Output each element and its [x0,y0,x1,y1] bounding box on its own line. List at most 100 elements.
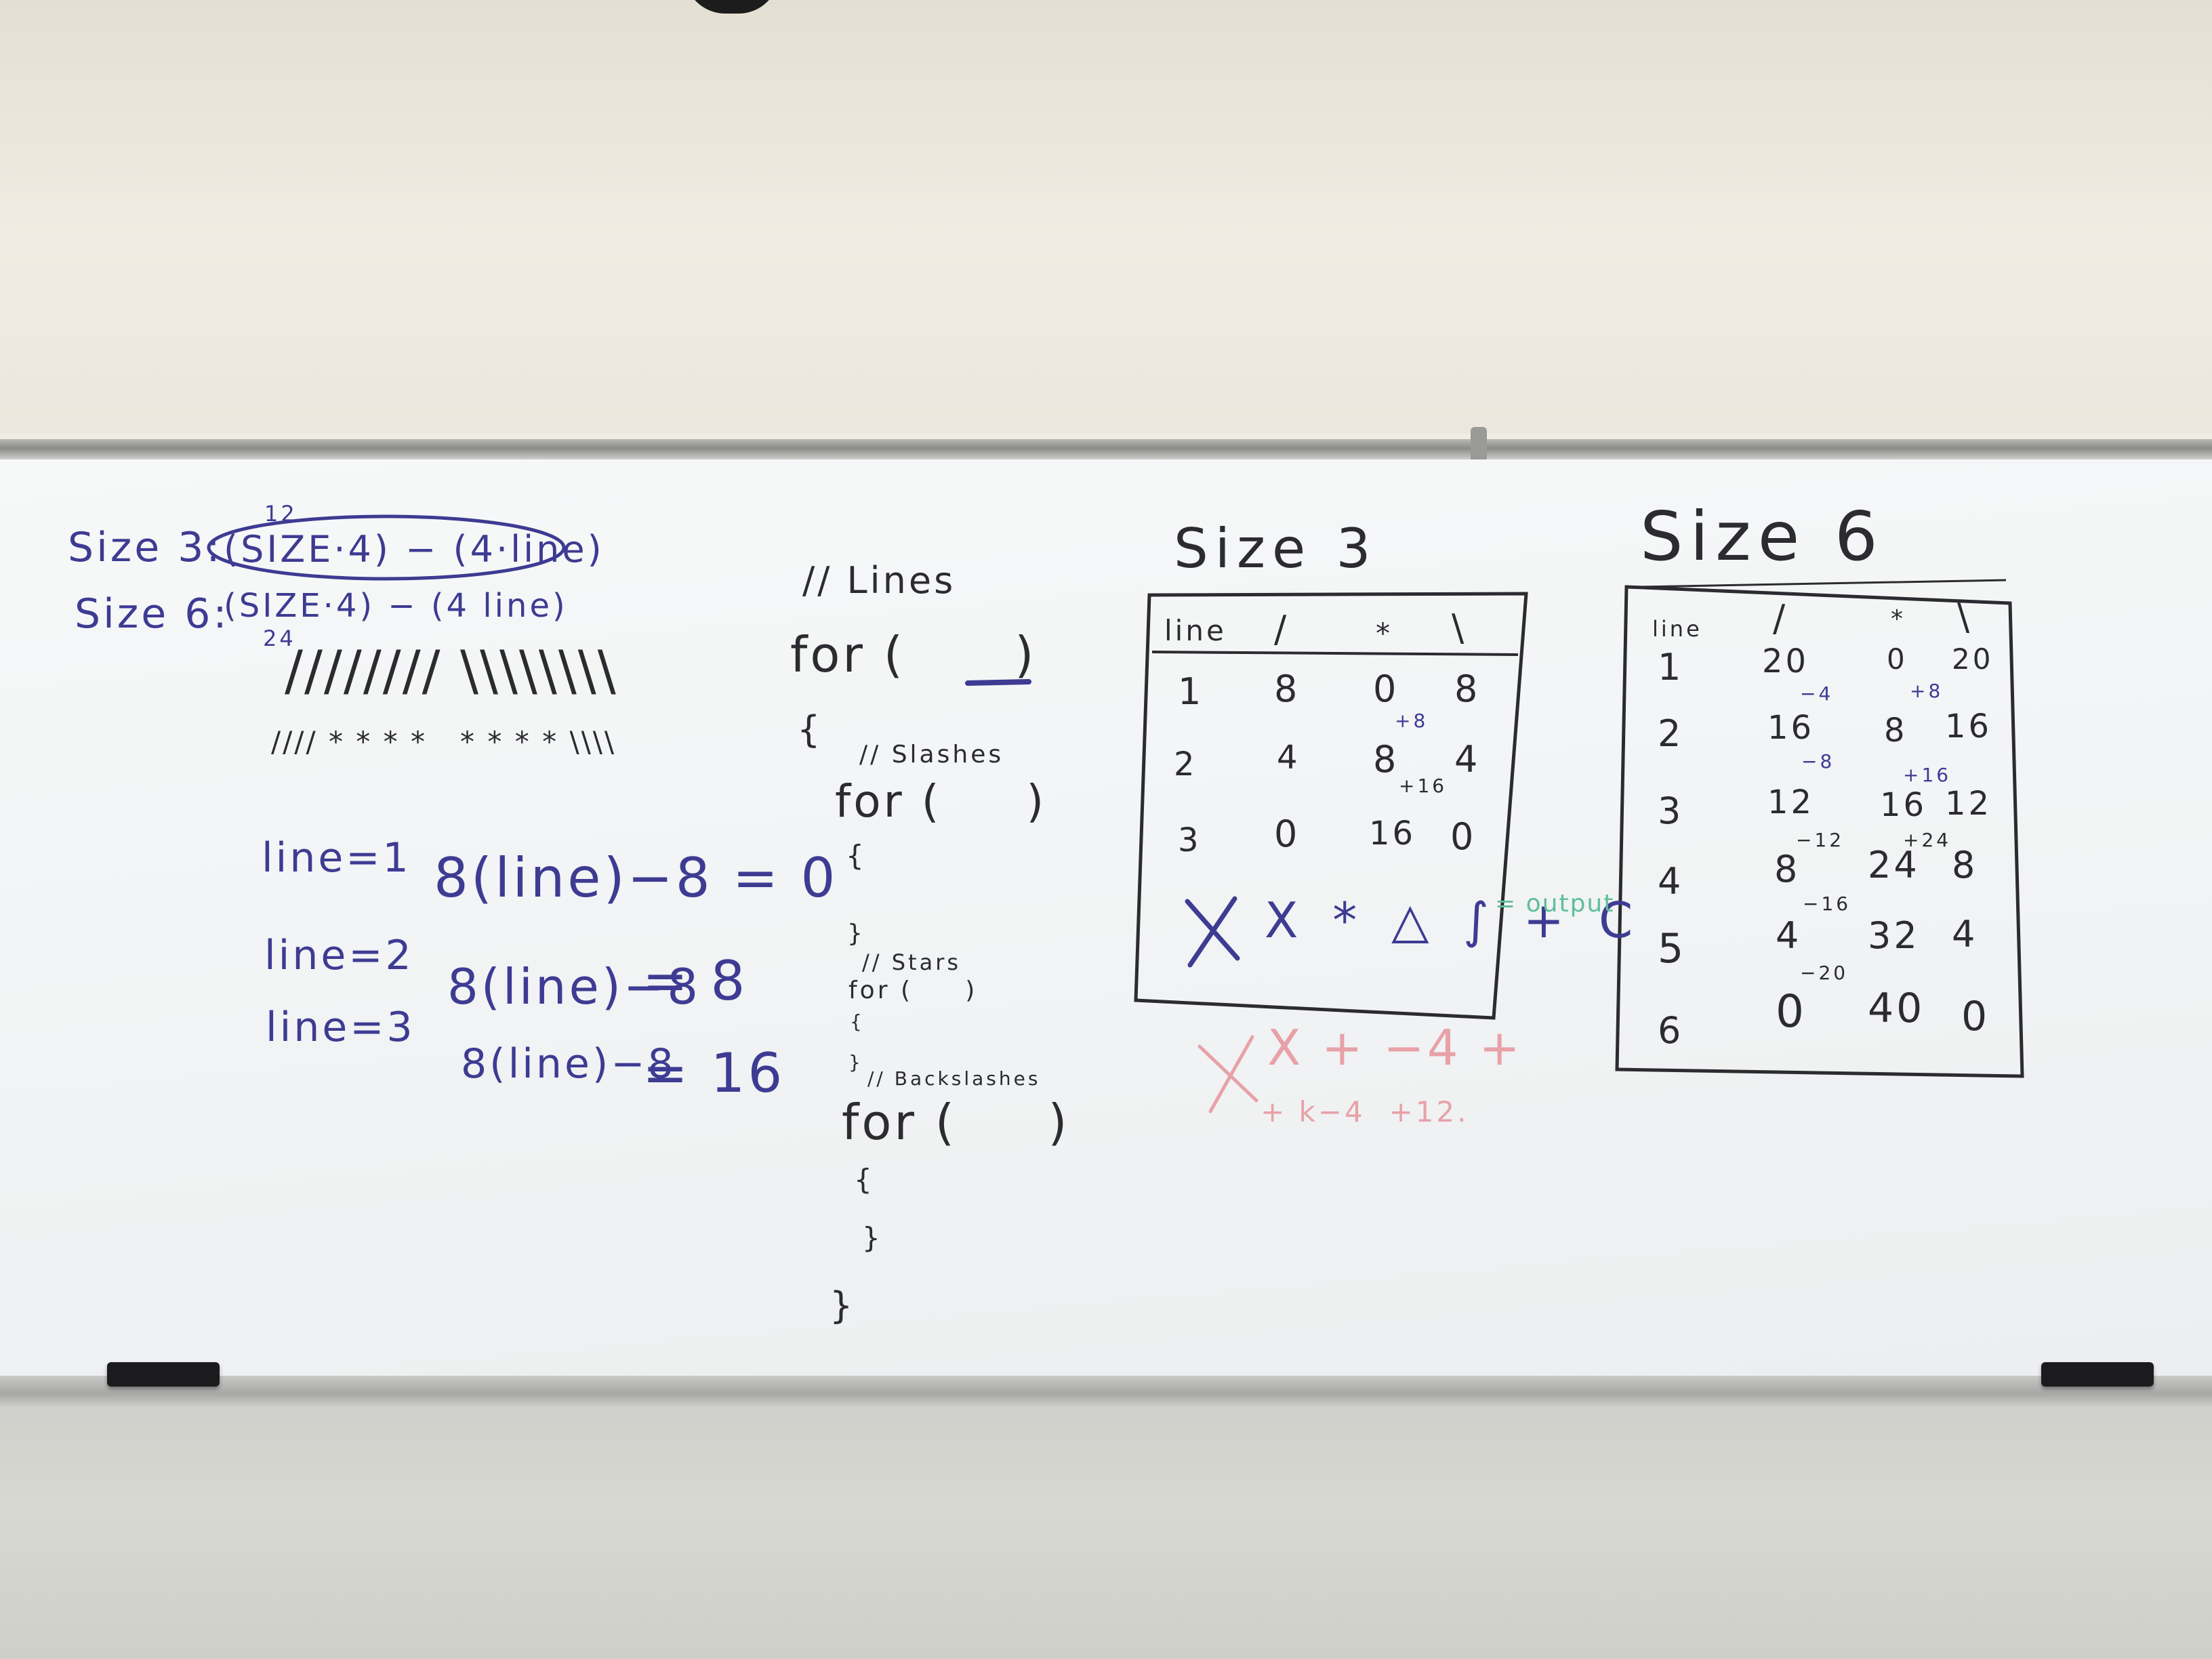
backslashes-open-brace: { [854,1163,875,1196]
size6-delta-slash-5: −20 [1800,962,1849,984]
size3-r2-slash: 4 [1277,739,1300,777]
size6-label: Size 6: [75,590,230,638]
size3-r3-line: 3 [1178,821,1202,859]
lines-open-brace: { [797,708,823,751]
size6-delta-star-3: +24 [1903,829,1952,851]
size6-delta-slash-2: −8 [1801,750,1835,773]
lower-wall [0,1408,2212,1659]
size6-r6-line: 6 [1658,1009,1684,1052]
stars-open-brace: { [850,1010,865,1033]
size3-header-rule [1151,651,1519,656]
size6-title-rule [1639,579,2007,588]
size3-r1-line: 1 [1178,670,1204,713]
slashes-close-brace: } [847,920,865,947]
size6-r2-line: 2 [1658,712,1684,755]
eraser-right[interactable] [2041,1362,2154,1387]
size6-r4-backslash: 8 [1952,844,1978,886]
size3-note: 12 [264,501,298,527]
size6-r3-slash: 12 [1767,783,1815,821]
size3-delta-16: +16 [1399,775,1448,797]
marker-tray [0,1376,2212,1408]
map-rail [0,439,2212,459]
size6-r1-backslash: 20 [1952,642,1994,676]
size6-r3-backslash: 12 [1945,785,1992,823]
eraser-left[interactable] [107,1362,220,1387]
size6-r4-line: 4 [1658,860,1684,903]
eq3-label: line=3 [266,1004,415,1051]
backslashes-comment: // Backslashes [867,1067,1041,1090]
size6-r4-star: 24 [1868,844,1920,886]
legend-x-mark [1185,896,1240,968]
size6-r6-star: 40 [1868,985,1925,1032]
eq2-expression: 8(line)−8 [447,958,701,1015]
size6-header-slash: / [1773,597,1788,640]
size3-r1-star: 0 [1373,668,1399,710]
for-lines-blank [965,679,1031,686]
backslashes-close-brace: } [862,1221,883,1254]
size3-table-frame [1134,592,1528,1020]
lines-comment: // Lines [802,559,956,602]
for-lines: for ( ) [790,626,1037,683]
size3-header-star: * [1376,617,1393,650]
size6-r2-slash: 16 [1767,709,1815,747]
size6-r6-backslash: 0 [1961,993,1990,1040]
size3-r1-slash: 8 [1274,668,1300,710]
size6-note: 24 [263,626,296,651]
eq3-expression: 8(line)−8 [461,1040,676,1088]
wall [0,0,2212,434]
legend-output: = output [1495,890,1615,918]
size3-r2-line: 2 [1174,745,1197,783]
eq3-result: = 16 [642,1042,785,1105]
size6-r3-line: 3 [1658,790,1684,832]
size6-delta-slash-1: −4 [1800,682,1834,705]
size3-r1-backslash: 8 [1454,668,1481,710]
eq1-label: line=1 [262,834,411,882]
eq1-expression: 8(line)−8 = 0 [434,846,838,909]
size3-title: Size 3 [1174,517,1378,580]
stars-close-brace: } [848,1051,863,1073]
size6-r1-line: 1 [1658,646,1684,689]
eq2-result: = 8 [642,949,748,1012]
for-slashes: for ( ) [835,775,1047,827]
size6-r2-backslash: 16 [1945,708,1992,745]
expression-circle [207,514,566,581]
size3-r2-star: 8 [1373,738,1399,781]
slashes-comment: // Slashes [859,741,1004,769]
size6-delta-star-1: +8 [1910,680,1944,702]
size3-r3-slash: 0 [1274,813,1300,855]
size6-header-backslash: \ [1957,596,1973,638]
slashes-open-brace: { [846,839,867,872]
lines-close-brace: } [830,1284,856,1327]
stars-comment: // Stars [862,949,962,975]
size6-r5-star: 32 [1868,914,1920,957]
size6-delta-star-2: +16 [1903,764,1952,786]
size6-header-line: line [1652,616,1702,642]
size6-r6-slash: 0 [1776,985,1807,1038]
size6-r1-star: 0 [1887,642,1908,676]
size6-delta-slash-4: −16 [1803,893,1851,915]
size3-r2-backslash: 4 [1454,738,1481,781]
size3-r3-backslash: 0 [1450,815,1477,858]
slash-row: //////// \\\\\\\\ [285,639,617,702]
size6-table-frame [1615,585,2024,1078]
legend-symbols: X * △ ∫ + C [1265,892,1643,949]
size6-title: Size 6 [1640,497,1885,576]
size3-header-line: line [1164,614,1227,647]
for-stars: for ( ) [848,977,978,1004]
red-x-mark [1197,1035,1258,1113]
size3-delta-8: +8 [1395,710,1429,732]
size6-r2-star: 8 [1884,712,1908,750]
star-row: //// * * * * * * * * \\\\ [271,725,617,758]
whiteboard [0,459,2212,1381]
size6-r3-star: 16 [1880,786,1927,824]
size6-expression: (SIZE·4) − (4 line) [224,587,568,625]
eq2-label: line=2 [264,932,414,979]
size3-header-slash: / [1274,608,1290,651]
size6-r5-backslash: 4 [1952,913,1978,956]
size6-delta-slash-3: −12 [1796,829,1845,851]
size6-r5-slash: 4 [1776,914,1802,957]
size6-header-star: * [1891,605,1906,633]
size3-expression: (SIZE·4) − (4·line) [224,528,605,571]
for-backslashes: for ( ) [842,1094,1070,1151]
